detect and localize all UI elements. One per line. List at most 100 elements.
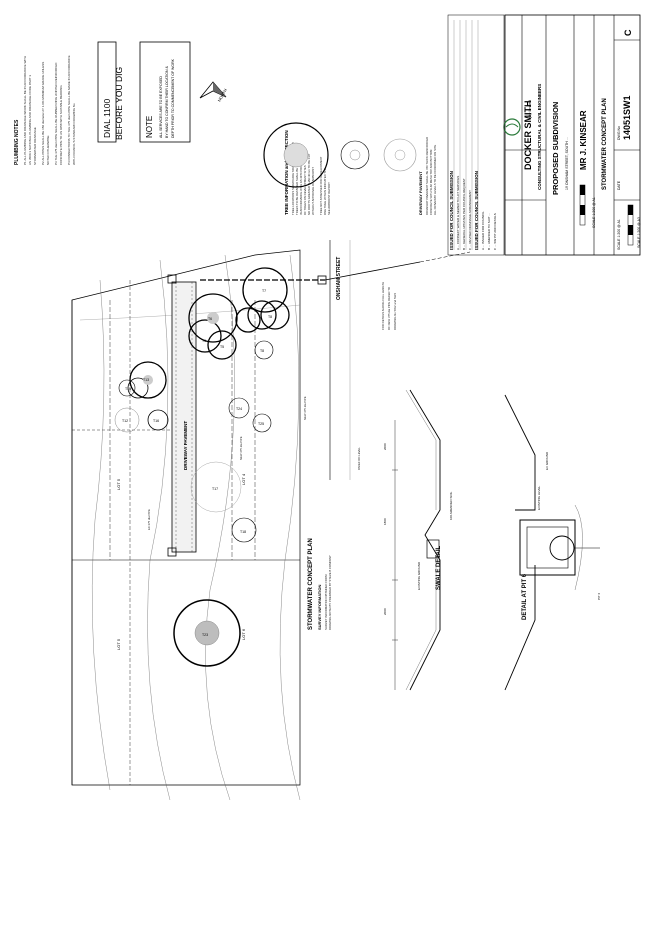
svg-text:ALL SERVICES ARE TO BE EXPOSED: ALL SERVICES ARE TO BE EXPOSED bbox=[159, 76, 163, 138]
lot-label-1: LOT 5 bbox=[116, 478, 121, 490]
svg-text:DRIVEWAY PAVEMENT: DRIVEWAY PAVEMENT bbox=[418, 171, 423, 215]
svg-text:T25: T25 bbox=[258, 422, 264, 426]
svg-text:1800: 1800 bbox=[383, 518, 387, 525]
svg-text:100 AMENDED SOIL: 100 AMENDED SOIL bbox=[449, 491, 453, 520]
svg-text:ALL DRIVEWAY LEVELS TO BE CONF: ALL DRIVEWAY LEVELS TO BE CONFIRMED ON S… bbox=[433, 145, 437, 215]
council-heading-1: ISSUED FOR COUNCIL SUBMISSION bbox=[449, 171, 454, 250]
svg-text:T17: T17 bbox=[212, 487, 218, 491]
svg-text:SURVEY INFORMATION OBTAINED FR: SURVEY INFORMATION OBTAINED FROM bbox=[324, 574, 328, 630]
svg-text:B ... GENERAL UPDATES PER COU: B ... GENERAL UPDATES PER COUNCIL REQUES… bbox=[462, 178, 466, 250]
svg-text:WITHOUT APPROVAL OF ARBORIST: WITHOUT APPROVAL OF ARBORIST bbox=[311, 167, 315, 215]
pit-6-detail-title: DETAIL AT PIT 6 bbox=[522, 573, 528, 620]
svg-text:TREE NOT ASSESSED FOR DEVELOPM: TREE NOT ASSESSED FOR DEVELOPMENT bbox=[319, 156, 323, 215]
svg-text:EXISTING LEVEL: EXISTING LEVEL bbox=[537, 485, 541, 510]
svg-text:T9: T9 bbox=[202, 339, 206, 343]
svg-text:EX GROUND: EX GROUND bbox=[545, 451, 549, 470]
svg-text:T16: T16 bbox=[153, 419, 159, 423]
lot-label-4: LOT 6 bbox=[241, 628, 246, 640]
pit-6-detail bbox=[504, 394, 600, 691]
svg-text:T5: T5 bbox=[220, 345, 224, 349]
drawing-number: 14051SW1 bbox=[622, 95, 632, 140]
lot-label-3: LOT 5 bbox=[116, 638, 121, 650]
lot-label-2: LOT 4 bbox=[241, 473, 246, 485]
svg-text:P3 THE 375 diam PIPE SHALL BE: P3 THE 375 diam PIPE SHALL BE RUBBER RIN… bbox=[54, 62, 58, 165]
svg-text:BEFORE YOU DIG: BEFORE YOU DIG bbox=[114, 67, 124, 140]
svg-text:NORTH: NORTH bbox=[217, 88, 228, 103]
street-name: ONSHAM STREET bbox=[336, 257, 342, 300]
driveway-pavement bbox=[171, 281, 197, 553]
svg-text:CONCRETE WITH SL82 MESH TOP AN: CONCRETE WITH SL82 MESH TOP AND BOTTOM bbox=[429, 149, 433, 215]
svg-text:T8: T8 bbox=[268, 315, 272, 319]
tree-t23-tpz bbox=[173, 599, 241, 667]
svg-text:A ... ISSUED FOR COUNCIL: A ... ISSUED FOR COUNCIL bbox=[481, 211, 485, 250]
company-subtitle: CONSULTING STRUCTURAL & CIVIL ENGINEERS bbox=[537, 84, 542, 190]
svg-text:T23: T23 bbox=[202, 633, 208, 637]
company-name: DOCKER SMITH bbox=[523, 101, 533, 171]
svg-text:T6: T6 bbox=[208, 317, 212, 321]
swale-detail-title: SWALE DETAIL bbox=[436, 545, 442, 590]
svg-text:A ... CONNECT WATER & SEWER T: A ... CONNECT WATER & SEWER TO LOT SERVI… bbox=[456, 176, 460, 250]
svg-text:T12: T12 bbox=[122, 419, 128, 423]
plumbing-notes: PLUMBING NOTES P1 ALL PLUMBING AND DRAIN… bbox=[14, 55, 76, 165]
svg-text:DWG No: DWG No bbox=[617, 126, 621, 140]
tree-information: TREE INFORMATION and PROTECTION TREE LOC… bbox=[263, 122, 417, 215]
svg-text:2000: 2000 bbox=[383, 608, 387, 615]
svg-text:SCALE 1:200 @ A1: SCALE 1:200 @ A1 bbox=[592, 197, 596, 228]
svg-text:T15: T15 bbox=[125, 387, 131, 391]
pit-3 bbox=[317, 275, 327, 285]
svg-text:ONE TREE WITHIN INDICATED TPZ: ONE TREE WITHIN INDICATED TPZ bbox=[323, 168, 327, 215]
project-name: PROPOSED SUBDIVISION bbox=[551, 102, 560, 195]
svg-text:TREES TO BE RETAINED SHALL BE: TREES TO BE RETAINED SHALL BE PROTECTED bbox=[295, 150, 299, 215]
note-box: NOTE ALL SERVICES ARE TO BE EXPOSED BY H… bbox=[139, 41, 191, 143]
client-name: MR J. KINSEAR bbox=[579, 110, 588, 170]
svg-text:EXISTING GROUND: EXISTING GROUND bbox=[417, 561, 421, 590]
svg-text:SCALE 1:200 @ A1: SCALE 1:200 @ A1 bbox=[617, 219, 621, 250]
svg-text:SCALE 1:200 @ A3: SCALE 1:200 @ A3 bbox=[637, 217, 641, 248]
svg-text:T24: T24 bbox=[236, 407, 242, 411]
svg-text:EX 375 dia PIPE: EX 375 dia PIPE bbox=[147, 509, 151, 530]
council-heading-2: ISSUED FOR COUNCIL SUBMISSION bbox=[474, 171, 479, 250]
dial-before-you-dig-box: DIAL 1100 BEFORE YOU DIG bbox=[97, 41, 124, 143]
svg-text:WITH COUNCIL'S STANDARD DRAWIN: WITH COUNCIL'S STANDARD DRAWING No bbox=[72, 103, 76, 165]
svg-text:P1 ALL PLUMBING AND DRAINAGE W: P1 ALL PLUMBING AND DRAINAGE WORK SHALL … bbox=[23, 56, 27, 165]
svg-text:19 ONSHAM STREET, SOUTH ...: 19 ONSHAM STREET, SOUTH ... bbox=[565, 137, 569, 190]
title-block: DOCKER SMITH pty limited CONSULTING STRU… bbox=[503, 14, 641, 256]
revision-letter: C bbox=[623, 29, 633, 36]
pit-1 bbox=[167, 274, 177, 284]
scale-bar-a1: SCALE 1:200 @ A1 bbox=[579, 184, 596, 228]
svg-text:2000: 2000 bbox=[383, 443, 387, 450]
company-suffix: pty limited bbox=[527, 100, 532, 118]
driveway-label: DRIVEWAY PAVEMENT bbox=[183, 421, 188, 470]
driveway-notes: DRIVEWAY PAVEMENT DRIVEWAY PAVEMENT SHAL… bbox=[418, 137, 437, 215]
svg-text:DRAWING NOTE/ BY PREPARED BY S: DRAWING NOTE/ BY PREPARED BY STEVE B COM… bbox=[328, 555, 332, 630]
svg-text:C ... REVISED DRAINAGE ARRANG: C ... REVISED DRAINAGE ARRANGEMENT bbox=[468, 190, 472, 250]
drawing-name: STORMWATER CONCEPT PLAN bbox=[602, 98, 608, 190]
svg-text:IN ACCORDANCE WITH AS 4970 PRO: IN ACCORDANCE WITH AS 4970 PROTECTION bbox=[299, 153, 303, 215]
svg-text:DRIVEWAY PAVEMENT SHALL BE 150: DRIVEWAY PAVEMENT SHALL BE 150 THICK REI… bbox=[425, 137, 429, 215]
svg-text:TREE LOCATIONS SHOWN ARE TAKEN: TREE LOCATIONS SHOWN ARE TAKEN FROM SURV… bbox=[291, 142, 295, 215]
swale-detail bbox=[392, 389, 441, 691]
svg-text:P4 CONNECTIONS TO THE 375 diam: P4 CONNECTIONS TO THE 375 diam PIPE SHAL… bbox=[67, 55, 71, 165]
svg-text:DEPTH PRIOR TO COMMENCEMENT OF: DEPTH PRIOR TO COMMENCEMENT OF WORK bbox=[171, 58, 175, 138]
svg-text:T13: T13 bbox=[143, 378, 149, 382]
svg-text:T7: T7 bbox=[262, 289, 266, 293]
svg-text:DRAWING No SW2 and SW4: DRAWING No SW2 and SW4 bbox=[393, 293, 397, 330]
svg-text:DIAL 1100: DIAL 1100 bbox=[102, 99, 112, 138]
north-arrow: NORTH bbox=[199, 81, 228, 103]
tpz-legend-medium bbox=[340, 140, 370, 170]
tpz-legend-large bbox=[263, 122, 329, 188]
svg-text:T8: T8 bbox=[260, 349, 264, 353]
survey-information: SURVEY INFORMATION bbox=[317, 585, 322, 630]
plan-title: STORMWATER CONCEPT PLAN bbox=[308, 538, 314, 630]
svg-text:NEW 375 dia PIPE: NEW 375 dia PIPE bbox=[303, 396, 307, 420]
svg-text:SEE ARBORIST REPORT: SEE ARBORIST REPORT bbox=[327, 182, 331, 215]
svg-text:CONCRETE PIPE TO AS 4058 WITH: CONCRETE PIPE TO AS 4058 WITH SUITABLE B… bbox=[59, 85, 63, 165]
svg-text:P2 ALL PIPES SHALL BE 150 diam: P2 ALL PIPES SHALL BE 150 diameter AT 1.… bbox=[41, 62, 45, 165]
svg-text:TREE INFORMATION and PROTECTIO: TREE INFORMATION and PROTECTION bbox=[284, 130, 289, 215]
pit-2 bbox=[167, 547, 177, 557]
note-heading: NOTE bbox=[145, 116, 154, 138]
svg-text:T18: T18 bbox=[240, 530, 246, 534]
svg-text:PIT 6: PIT 6 bbox=[597, 593, 601, 600]
svg-text:B ... AMENDED TO SUIT ...: B ... AMENDED TO SUIT ... bbox=[487, 213, 491, 250]
